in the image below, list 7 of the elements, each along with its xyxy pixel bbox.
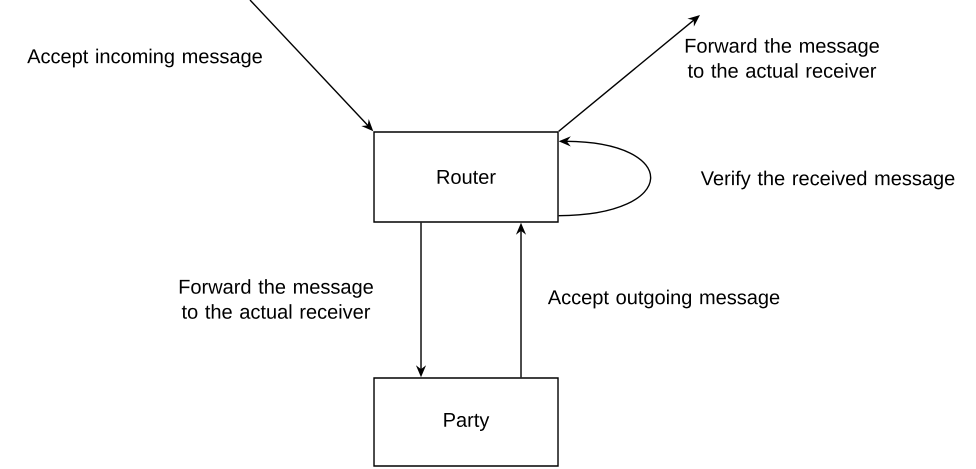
edge-label: Forward the message to the actual receiver [180, 279, 373, 319]
edge-label: Forward the message to the actual receiver [686, 38, 879, 78]
edge-label: Accept outgoing message [548, 290, 780, 308]
process-box: Router [373, 131, 559, 223]
edge-label: Accept incoming message [27, 48, 262, 68]
process-box: Party [373, 377, 559, 467]
edge-label: Verify the received message [700, 170, 954, 190]
